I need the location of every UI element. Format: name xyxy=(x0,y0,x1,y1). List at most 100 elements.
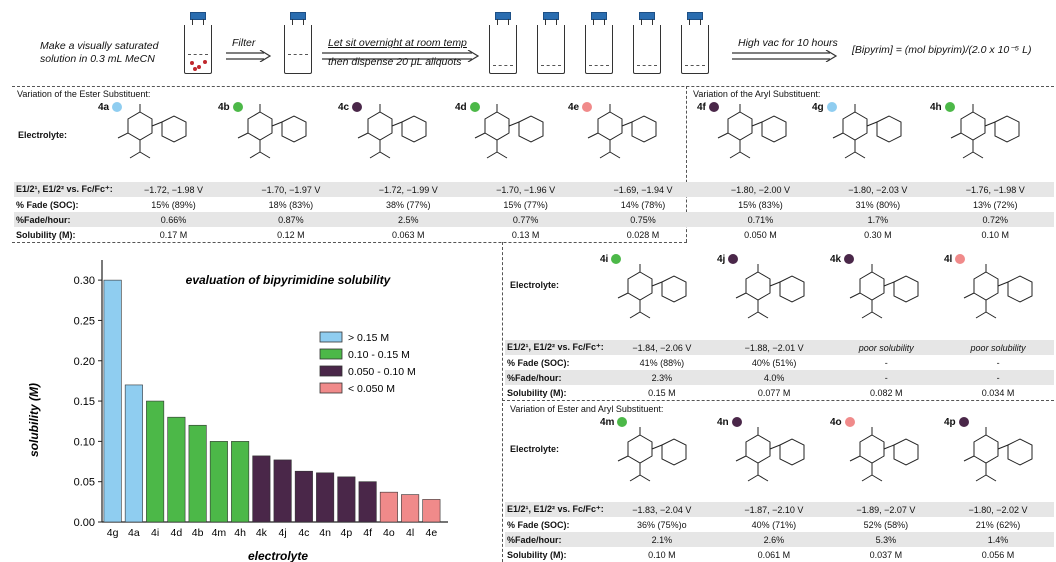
row-label: E1/2¹, E1/2² vs. Fc/Fc⁺: xyxy=(505,340,606,355)
x-tick-label: 4l xyxy=(406,527,414,539)
electrolyte-label: Electrolyte: xyxy=(510,280,560,290)
arrow-icon xyxy=(322,50,480,62)
row-label: % Fade (SOC): xyxy=(507,357,570,368)
legend-label: 0.050 - 0.10 M xyxy=(348,366,416,378)
properties-table-c: E1/2¹, E1/2² vs. Fc/Fc⁺: −1.84, −2.06 V … xyxy=(505,340,1054,400)
x-tick-label: 4e xyxy=(426,527,438,539)
compound-header: 4e xyxy=(568,102,593,113)
x-tick-label: 4c xyxy=(298,527,309,539)
color-swatch xyxy=(826,102,837,113)
compound-header: 4k xyxy=(830,254,855,265)
legend-label: < 0.050 M xyxy=(348,383,395,395)
x-tick-label: 4i xyxy=(151,527,159,539)
x-tick-label: 4j xyxy=(279,527,287,539)
x-tick-label: 4d xyxy=(171,527,183,539)
compound-header: 4d xyxy=(455,102,480,113)
color-swatch xyxy=(582,102,593,113)
y-tick-label: 0.30 xyxy=(74,275,95,287)
electrolyte-label: Electrolyte: xyxy=(18,130,68,140)
x-tick-label: 4a xyxy=(128,527,140,539)
x-tick-label: 4h xyxy=(234,527,246,539)
x-tick-label: 4b xyxy=(192,527,204,539)
bar-4f xyxy=(358,481,377,523)
compound-header: 4i xyxy=(600,254,622,265)
molecule-structures-row-1 xyxy=(117,103,1020,159)
chart-title: evaluation of bipyrimidine solubility xyxy=(186,273,392,287)
properties-table-d: E1/2¹, E1/2² vs. Fc/Fc⁺: −1.83, −2.04 V … xyxy=(505,502,1054,562)
x-tick-label: 4o xyxy=(383,527,395,539)
arrow-icon xyxy=(732,50,838,62)
x-tick-label: 4g xyxy=(107,527,119,539)
color-swatch xyxy=(232,102,243,113)
color-swatch xyxy=(728,254,739,265)
bar-4k xyxy=(252,455,271,523)
workflow-step-3a: Let sit overnight at room temp xyxy=(328,37,467,49)
electrolyte-label: Electrolyte: xyxy=(510,444,560,454)
row-label: E1/2¹, E1/2² vs. Fc/Fc⁺: xyxy=(14,182,115,197)
section-title-ester-aryl: Variation of Ester and Aryl Substituent: xyxy=(510,404,664,414)
compound-header: 4c xyxy=(338,102,363,113)
workflow-step-1: Make a visually saturated solution in 0.… xyxy=(40,40,159,65)
bar-4a xyxy=(124,384,143,523)
properties-table-top: E1/2¹, E1/2² vs. Fc/Fc⁺: −1.72, −1.98 V … xyxy=(14,182,1054,242)
compound-header: 4j xyxy=(717,254,739,265)
legend-label: > 0.15 M xyxy=(348,332,389,344)
section-title-aryl: Variation of the Aryl Substituent: xyxy=(693,89,821,99)
bar-4i xyxy=(146,400,165,523)
row-label: % Fade (SOC): xyxy=(507,519,570,530)
row-label: %Fade/hour: xyxy=(505,370,606,385)
compound-header: 4m xyxy=(600,417,628,428)
compound-header: 4l xyxy=(944,254,966,265)
bar-4j xyxy=(273,459,292,523)
bar-4o xyxy=(379,491,398,523)
row-label: E1/2¹, E1/2² vs. Fc/Fc⁺: xyxy=(505,502,606,517)
x-tick-label: 4f xyxy=(363,527,372,539)
color-swatch xyxy=(708,102,719,113)
legend-swatch xyxy=(319,382,343,394)
y-tick-label: 0.10 xyxy=(74,436,95,448)
color-swatch xyxy=(617,417,628,428)
workflow-step-2: Filter xyxy=(232,37,256,49)
section-title-ester: Variation of the Ester Substituent: xyxy=(17,89,151,99)
row-label: Solubility (M): xyxy=(507,387,567,398)
color-swatch xyxy=(611,254,622,265)
color-swatch xyxy=(844,417,855,428)
row-label: % Fade (SOC): xyxy=(16,199,79,210)
x-tick-label: 4p xyxy=(341,527,353,539)
color-swatch xyxy=(469,102,480,113)
compound-header: 4h xyxy=(930,102,955,113)
y-tick-label: 0.15 xyxy=(74,396,95,408)
compound-header: 4a xyxy=(98,102,123,113)
y-tick-label: 0.00 xyxy=(74,517,95,529)
workflow-formula: [Bipyrim] = (mol bipyrim)/(2.0 x 10⁻⁵ L) xyxy=(852,44,1032,56)
bar-4b xyxy=(188,424,207,523)
bar-4p xyxy=(337,476,356,523)
bar-4c xyxy=(294,470,313,523)
bar-4e xyxy=(422,499,441,523)
bar-4h xyxy=(231,441,250,523)
bar-4d xyxy=(167,416,186,523)
row-label: %Fade/hour: xyxy=(14,212,115,227)
y-tick-label: 0.20 xyxy=(74,356,95,368)
molecule-structures-row-2 xyxy=(617,263,1033,319)
compound-header: 4f xyxy=(697,102,719,113)
bar-4n xyxy=(316,472,335,523)
row-label: %Fade/hour: xyxy=(505,532,606,547)
color-swatch xyxy=(955,254,966,265)
bar-4g xyxy=(103,279,122,523)
legend-swatch xyxy=(319,365,343,377)
color-swatch xyxy=(958,417,969,428)
legend-label: 0.10 - 0.15 M xyxy=(348,349,410,361)
color-swatch xyxy=(731,417,742,428)
compound-header: 4b xyxy=(218,102,243,113)
compound-header: 4g xyxy=(812,102,837,113)
row-label: Solubility (M): xyxy=(507,549,567,560)
arrow-icon xyxy=(226,50,272,62)
compound-header: 4o xyxy=(830,417,855,428)
molecule-structures-row-3 xyxy=(617,426,1033,482)
y-tick-label: 0.05 xyxy=(74,477,95,489)
x-tick-label: 4m xyxy=(212,527,227,539)
x-tick-label: 4k xyxy=(256,527,268,539)
color-swatch xyxy=(352,102,363,113)
